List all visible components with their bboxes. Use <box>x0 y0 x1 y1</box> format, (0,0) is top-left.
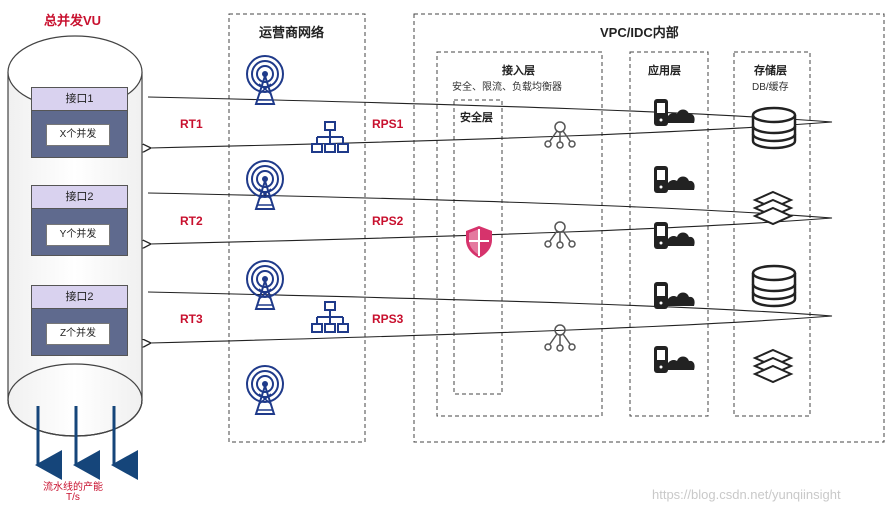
server-icon <box>654 166 695 193</box>
rt2-label: RT2 <box>180 214 203 228</box>
throughput-unit: T/s <box>66 492 80 503</box>
vpc-box <box>413 13 885 443</box>
storage-layer-title: 存储层 <box>754 65 787 77</box>
throughput-label: 流水线的产能 <box>43 482 103 493</box>
app-layer-box <box>629 51 709 417</box>
server-icon <box>654 99 695 126</box>
storage-icons <box>751 106 797 384</box>
network-icon <box>311 121 349 153</box>
database-icon <box>751 264 797 308</box>
interface-2-concurrency: Y个并发 <box>46 224 110 246</box>
vpc-title: VPC/IDC内部 <box>600 25 679 40</box>
load-balancer-icon <box>544 324 576 352</box>
watermark: https://blog.csdn.net/yunqiinsight <box>652 487 841 502</box>
rt3-label: RT3 <box>180 312 203 326</box>
vu-title: 总并发VU <box>44 13 102 28</box>
rt1-label: RT1 <box>180 117 203 131</box>
radio-tower-icon <box>246 365 284 415</box>
interface-3-name: 接口2 <box>31 285 128 309</box>
carrier-network-title: 运营商网络 <box>259 25 325 40</box>
server-icon <box>654 282 695 309</box>
storage-layer-subtitle: DB/缓存 <box>752 82 789 93</box>
load-balancer-icon <box>544 221 576 249</box>
throughput-arrows <box>35 406 138 480</box>
server-icon <box>654 222 695 249</box>
interface-3-concurrency: Z个并发 <box>46 323 110 345</box>
interface-1-name: 接口1 <box>31 87 128 111</box>
interface-1-concurrency: X个并发 <box>46 124 110 146</box>
radio-tower-icon <box>246 160 284 210</box>
radio-tower-icon <box>246 260 284 310</box>
server-icons <box>654 99 695 373</box>
rps3-label: RPS3 <box>372 312 404 326</box>
interface-2-name: 接口2 <box>31 185 128 209</box>
rps2-label: RPS2 <box>372 214 404 228</box>
layers-icon <box>752 190 794 226</box>
access-layer-subtitle: 安全、限流、负载均衡器 <box>452 82 562 93</box>
security-layer-box <box>453 99 503 395</box>
access-layer-title: 接入层 <box>502 65 535 77</box>
network-icon <box>311 301 349 333</box>
database-icon <box>751 106 797 150</box>
layers-icon <box>752 348 794 384</box>
app-layer-title: 应用层 <box>648 65 681 77</box>
load-balancer-icons <box>544 121 576 352</box>
security-shield-icon <box>466 226 492 258</box>
load-balancer-icon <box>544 121 576 149</box>
flow-lines <box>148 96 833 343</box>
security-layer-title: 安全层 <box>460 112 493 124</box>
access-layer-box <box>436 51 603 417</box>
server-icon <box>654 346 695 373</box>
radio-towers <box>246 55 284 415</box>
carrier-network-box <box>228 13 366 443</box>
rps1-label: RPS1 <box>372 117 404 131</box>
network-topology-icons <box>311 121 349 333</box>
storage-layer-box <box>733 51 811 417</box>
radio-tower-icon <box>246 55 284 105</box>
